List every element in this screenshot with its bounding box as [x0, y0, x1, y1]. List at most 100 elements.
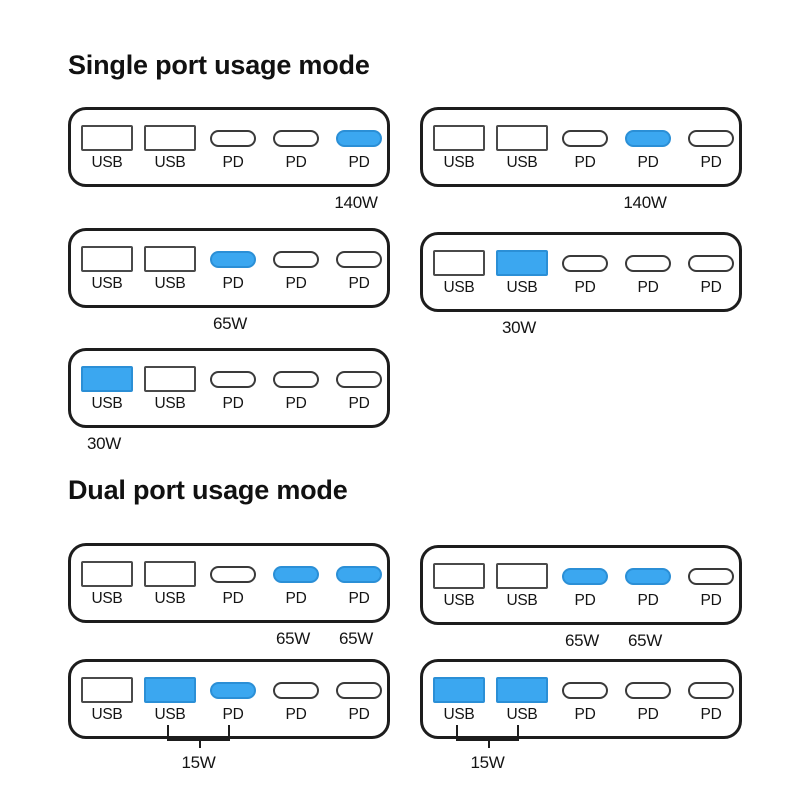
pd-port-icon[interactable] [336, 250, 382, 268]
usb-port-icon[interactable] [81, 246, 133, 272]
pd-port-icon[interactable] [336, 129, 382, 147]
port-slot-2-pd-inactive[interactable]: PD [557, 676, 613, 730]
port-slot-4-pd-active[interactable]: PD [331, 560, 387, 614]
port-slot-1-usb-inactive[interactable]: USB [142, 124, 198, 178]
port-slot-3-pd-active[interactable]: PD [268, 560, 324, 614]
port-slot-4-pd-active[interactable]: PD [331, 124, 387, 178]
pd-port-icon[interactable] [273, 681, 319, 699]
port-slot-3-pd-inactive[interactable]: PD [620, 249, 676, 303]
port-slot-3-pd-active[interactable]: PD [620, 124, 676, 178]
port-slot-3-pd-inactive[interactable]: PD [268, 676, 324, 730]
port-slot-3-pd-inactive[interactable]: PD [268, 365, 324, 419]
port-slot-0-usb-inactive[interactable]: USB [79, 560, 135, 614]
pd-port-icon[interactable] [210, 681, 256, 699]
pd-port-icon[interactable] [562, 567, 608, 585]
port-shape-wrap [142, 365, 198, 393]
port-slot-1-usb-inactive[interactable]: USB [142, 365, 198, 419]
port-slot-4-pd-inactive[interactable]: PD [331, 676, 387, 730]
port-shape-wrap [79, 245, 135, 273]
port-slot-1-usb-inactive[interactable]: USB [494, 124, 550, 178]
pd-port-icon[interactable] [625, 567, 671, 585]
port-label: USB [506, 279, 538, 296]
port-slot-1-usb-inactive[interactable]: USB [142, 245, 198, 299]
pd-port-icon[interactable] [336, 565, 382, 583]
usb-port-icon[interactable] [81, 561, 133, 587]
usb-port-icon[interactable] [496, 125, 548, 151]
usb-port-icon[interactable] [144, 125, 196, 151]
port-slot-0-usb-active[interactable]: USB [431, 676, 487, 730]
port-shape-wrap [331, 560, 387, 588]
pd-port-icon[interactable] [688, 129, 734, 147]
port-slot-3-pd-inactive[interactable]: PD [268, 245, 324, 299]
usb-port-icon[interactable] [144, 677, 196, 703]
port-slot-2-pd-inactive[interactable]: PD [205, 124, 261, 178]
pd-port-icon[interactable] [562, 254, 608, 272]
port-slot-4-pd-inactive[interactable]: PD [683, 562, 739, 616]
port-slot-1-usb-active[interactable]: USB [494, 249, 550, 303]
pd-port-icon[interactable] [273, 129, 319, 147]
usb-port-icon[interactable] [144, 246, 196, 272]
port-slot-2-pd-inactive[interactable]: PD [205, 560, 261, 614]
usb-port-icon[interactable] [81, 366, 133, 392]
usb-port-icon[interactable] [81, 677, 133, 703]
port-slot-4-pd-inactive[interactable]: PD [331, 365, 387, 419]
port-slot-3-pd-active[interactable]: PD [620, 562, 676, 616]
pd-port-icon[interactable] [562, 129, 608, 147]
port-label: PD [348, 395, 370, 412]
port-slot-2-pd-active[interactable]: PD [557, 562, 613, 616]
group-bracket [456, 725, 519, 748]
pd-port-icon[interactable] [210, 129, 256, 147]
port-slot-4-pd-inactive[interactable]: PD [683, 676, 739, 730]
usb-port-icon[interactable] [433, 677, 485, 703]
usb-port-icon[interactable] [81, 125, 133, 151]
port-slot-2-pd-active[interactable]: PD [205, 676, 261, 730]
usb-port-icon[interactable] [496, 677, 548, 703]
port-slot-4-pd-inactive[interactable]: PD [683, 124, 739, 178]
pd-port-icon[interactable] [625, 254, 671, 272]
pd-port-icon[interactable] [688, 254, 734, 272]
port-slot-3-pd-inactive[interactable]: PD [620, 676, 676, 730]
port-slot-2-pd-inactive[interactable]: PD [557, 124, 613, 178]
port-slot-0-usb-inactive[interactable]: USB [79, 676, 135, 730]
pd-port-icon[interactable] [688, 681, 734, 699]
port-slot-1-usb-inactive[interactable]: USB [142, 560, 198, 614]
usb-port-icon[interactable] [144, 366, 196, 392]
pd-port-icon[interactable] [210, 250, 256, 268]
pd-port-icon[interactable] [625, 129, 671, 147]
pd-port-icon[interactable] [210, 370, 256, 388]
usb-port-icon[interactable] [433, 563, 485, 589]
port-slot-3-pd-inactive[interactable]: PD [268, 124, 324, 178]
port-shape-wrap [431, 676, 487, 704]
port-slot-1-usb-active[interactable]: USB [142, 676, 198, 730]
pd-port-icon[interactable] [688, 567, 734, 585]
usb-port-icon[interactable] [433, 250, 485, 276]
wattage-label: 65W [627, 631, 663, 650]
pd-port-icon[interactable] [210, 565, 256, 583]
usb-port-icon[interactable] [144, 561, 196, 587]
usb-port-icon[interactable] [496, 250, 548, 276]
port-slot-2-pd-inactive[interactable]: PD [205, 365, 261, 419]
port-slot-0-usb-inactive[interactable]: USB [431, 124, 487, 178]
port-slot-4-pd-inactive[interactable]: PD [683, 249, 739, 303]
port-slot-0-usb-inactive[interactable]: USB [79, 245, 135, 299]
wattage-label: 65W [275, 629, 311, 648]
port-slot-4-pd-inactive[interactable]: PD [331, 245, 387, 299]
pd-port-icon[interactable] [273, 565, 319, 583]
pd-port-icon[interactable] [273, 250, 319, 268]
port-slot-1-usb-active[interactable]: USB [494, 676, 550, 730]
port-slot-0-usb-inactive[interactable]: USB [79, 124, 135, 178]
port-slot-2-pd-active[interactable]: PD [205, 245, 261, 299]
port-slot-1-usb-inactive[interactable]: USB [494, 562, 550, 616]
port-slot-0-usb-active[interactable]: USB [79, 365, 135, 419]
usb-port-icon[interactable] [496, 563, 548, 589]
port-slot-2-pd-inactive[interactable]: PD [557, 249, 613, 303]
pd-port-icon[interactable] [336, 370, 382, 388]
pd-port-icon[interactable] [273, 370, 319, 388]
usb-port-icon[interactable] [433, 125, 485, 151]
pd-port-icon[interactable] [625, 681, 671, 699]
pd-port-icon[interactable] [336, 681, 382, 699]
port-slot-0-usb-inactive[interactable]: USB [431, 562, 487, 616]
pd-port-icon[interactable] [562, 681, 608, 699]
port-slot-0-usb-inactive[interactable]: USB [431, 249, 487, 303]
